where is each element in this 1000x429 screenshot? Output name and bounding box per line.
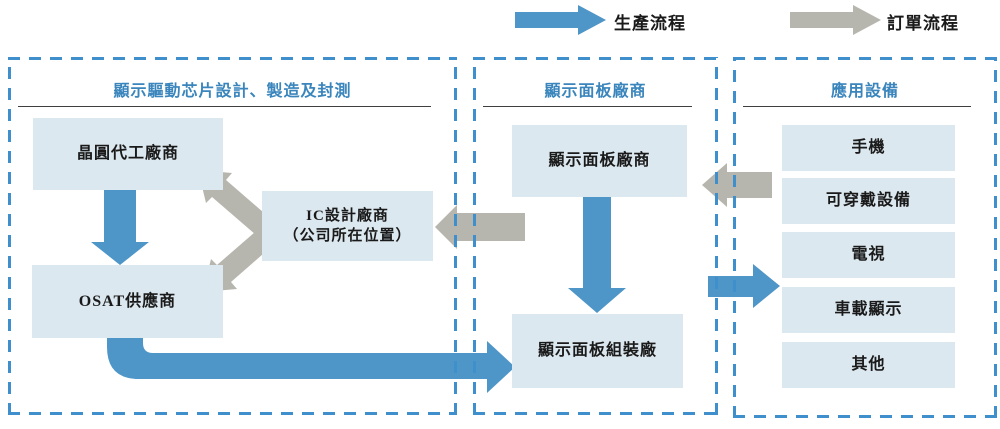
node-ic-design-line2: （公司所在位置） xyxy=(283,228,412,244)
node-panel-assembly: 顯示面板組裝廠 xyxy=(512,314,683,388)
section-chip-design-underline xyxy=(18,106,431,107)
section-applications-title: 應用設備 xyxy=(830,83,899,100)
section-panel-makers-underline xyxy=(483,106,692,107)
section-applications-underline xyxy=(743,106,971,107)
node-ic-design: IC設計廠商 （公司所在位置） xyxy=(262,191,433,261)
node-panel-maker: 顯示面板廠商 xyxy=(512,125,687,197)
node-app-wearable: 可穿戴設備 xyxy=(782,178,955,224)
node-app-others: 其他 xyxy=(782,342,955,388)
section-chip-design-title: 顯示驅動芯片設計、製造及封測 xyxy=(113,83,352,100)
node-app-tv: 電視 xyxy=(782,232,955,278)
node-ic-design-line1: IC設計廠商 xyxy=(306,207,389,224)
node-app-automotive: 車載顯示 xyxy=(782,287,955,333)
node-app-mobile: 手機 xyxy=(782,125,955,171)
node-osat-supplier: OSAT供應商 xyxy=(32,265,223,338)
legend-order-label: 訂單流程 xyxy=(887,14,959,33)
legend-production-label: 生產流程 xyxy=(614,14,686,33)
legend-order-arrow-icon xyxy=(790,5,881,35)
legend-production-arrow-icon xyxy=(515,5,606,35)
node-wafer-foundry: 晶圓代工廠商 xyxy=(33,118,223,190)
section-panel-makers-title: 顯示面板廠商 xyxy=(544,83,647,100)
